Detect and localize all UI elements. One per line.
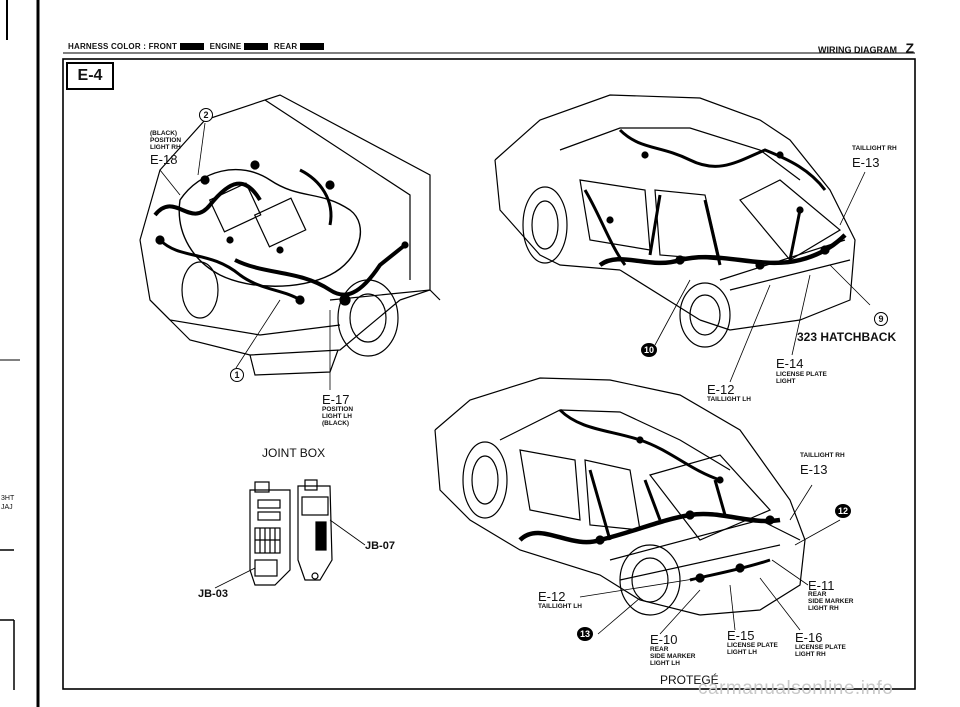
margin-mark: JAJ <box>1 504 13 511</box>
diagram-frame <box>62 58 916 690</box>
protege-e13-description: TAILLIGHT RH <box>800 452 845 459</box>
margin-mark: 3HT <box>1 495 15 502</box>
e18-desc-line: LIGHT RH <box>150 144 181 151</box>
e17-desc-line: (BLACK) <box>322 420 350 427</box>
diagram-letter: Z <box>905 40 914 56</box>
watermark: carmanualsonline.info <box>698 678 894 699</box>
protege-e16-description: LICENSE PLATE LIGHT RH <box>795 644 846 658</box>
joint-box-title: JOINT BOX <box>262 446 326 460</box>
engine-label: ENGINE <box>209 42 242 51</box>
hatch-e14-desc-line: LICENSE PLATE <box>776 371 827 378</box>
diagram-title: WIRING DIAGRAM Z <box>818 40 914 58</box>
hatchback-car <box>494 94 856 348</box>
protege-e15-description: LICENSE PLATE LIGHT LH <box>727 642 778 656</box>
e17-desc-line: LIGHT LH <box>322 413 352 420</box>
protege-e10-code: E-10 <box>650 632 678 647</box>
hatch-e13-description: TAILLIGHT RH <box>852 145 897 152</box>
protege-e10-desc-line: REAR <box>650 646 669 653</box>
harness-color-legend: HARNESS COLOR : FRONT ENGINE REAR <box>68 42 327 51</box>
binding-edge <box>0 0 40 707</box>
protege-e11-desc-line: REAR <box>808 591 827 598</box>
front-swatch <box>180 43 205 50</box>
engine-leader-lines <box>159 122 331 390</box>
joint-box-drawing <box>214 479 366 589</box>
section-badge: E-4 <box>66 62 114 90</box>
protege-leader-lines <box>579 484 841 635</box>
protege-e10-description: REAR SIDE MARKER LIGHT LH <box>650 646 696 667</box>
protege-e16-code: E-16 <box>795 630 823 645</box>
e17-code: E-17 <box>322 392 350 407</box>
protege-e16-desc-line: LIGHT RH <box>795 651 826 658</box>
callout-13: 13 <box>577 627 593 641</box>
protege-e10-desc-line: SIDE MARKER <box>650 653 696 660</box>
protege-e12-description: TAILLIGHT LH <box>538 603 582 610</box>
protege-car <box>434 377 806 616</box>
rear-label: REAR <box>273 42 298 51</box>
e17-desc-line: POSITION <box>322 406 354 413</box>
protege-e13-code: E-13 <box>800 462 828 477</box>
protege-model: PROTEGÉ <box>660 673 719 687</box>
protege-e15-code: E-15 <box>727 628 755 643</box>
callout-12: 12 <box>835 504 851 518</box>
hatch-e14-desc-line: LIGHT <box>776 378 796 385</box>
hatchback-model: 323 HATCHBACK <box>797 330 897 344</box>
protege-e11-desc-line: SIDE MARKER <box>808 598 854 605</box>
protege-e11-desc-line: LIGHT RH <box>808 605 839 612</box>
rear-swatch <box>300 43 325 50</box>
diagram-title-text: WIRING DIAGRAM <box>817 45 897 55</box>
protege-e12-code: E-12 <box>538 589 566 604</box>
front-label: FRONT <box>148 42 178 51</box>
callout-2: 2 <box>199 108 213 122</box>
hatchback-leader-lines <box>654 171 871 383</box>
hatch-e12-description: TAILLIGHT LH <box>707 396 751 403</box>
callout-10: 10 <box>641 343 657 357</box>
protege-e15-desc-line: LICENSE PLATE <box>727 642 778 649</box>
jb03-label: JB-03 <box>198 588 228 600</box>
e18-description: (BLACK) POSITION LIGHT RH <box>150 130 181 151</box>
e17-description: POSITION LIGHT LH (BLACK) <box>322 406 353 427</box>
protege-e11-description: REAR SIDE MARKER LIGHT RH <box>808 591 854 612</box>
e18-desc-line: (BLACK) <box>150 130 178 137</box>
engine-bay-car <box>139 94 441 376</box>
harness-color-label: HARNESS COLOR : <box>68 42 147 51</box>
hatch-e14-description: LICENSE PLATE LIGHT <box>776 371 827 385</box>
margin-marks: 3HT JAJ <box>1 494 14 512</box>
callout-9: 9 <box>874 312 888 326</box>
protege-e10-desc-line: LIGHT LH <box>650 660 680 667</box>
e18-desc-line: POSITION <box>150 137 182 144</box>
protege-e15-desc-line: LIGHT LH <box>727 649 757 656</box>
callout-1: 1 <box>230 368 244 382</box>
hatch-e13-code: E-13 <box>852 155 880 170</box>
hatch-e14-code: E-14 <box>776 356 804 371</box>
jb07-label: JB-07 <box>365 540 395 552</box>
protege-e16-desc-line: LICENSE PLATE <box>795 644 846 651</box>
engine-swatch <box>244 43 269 50</box>
e18-code: E-18 <box>150 152 178 167</box>
hatch-e12-code: E-12 <box>707 382 735 397</box>
protege-e11-code: E-11 <box>808 578 835 593</box>
